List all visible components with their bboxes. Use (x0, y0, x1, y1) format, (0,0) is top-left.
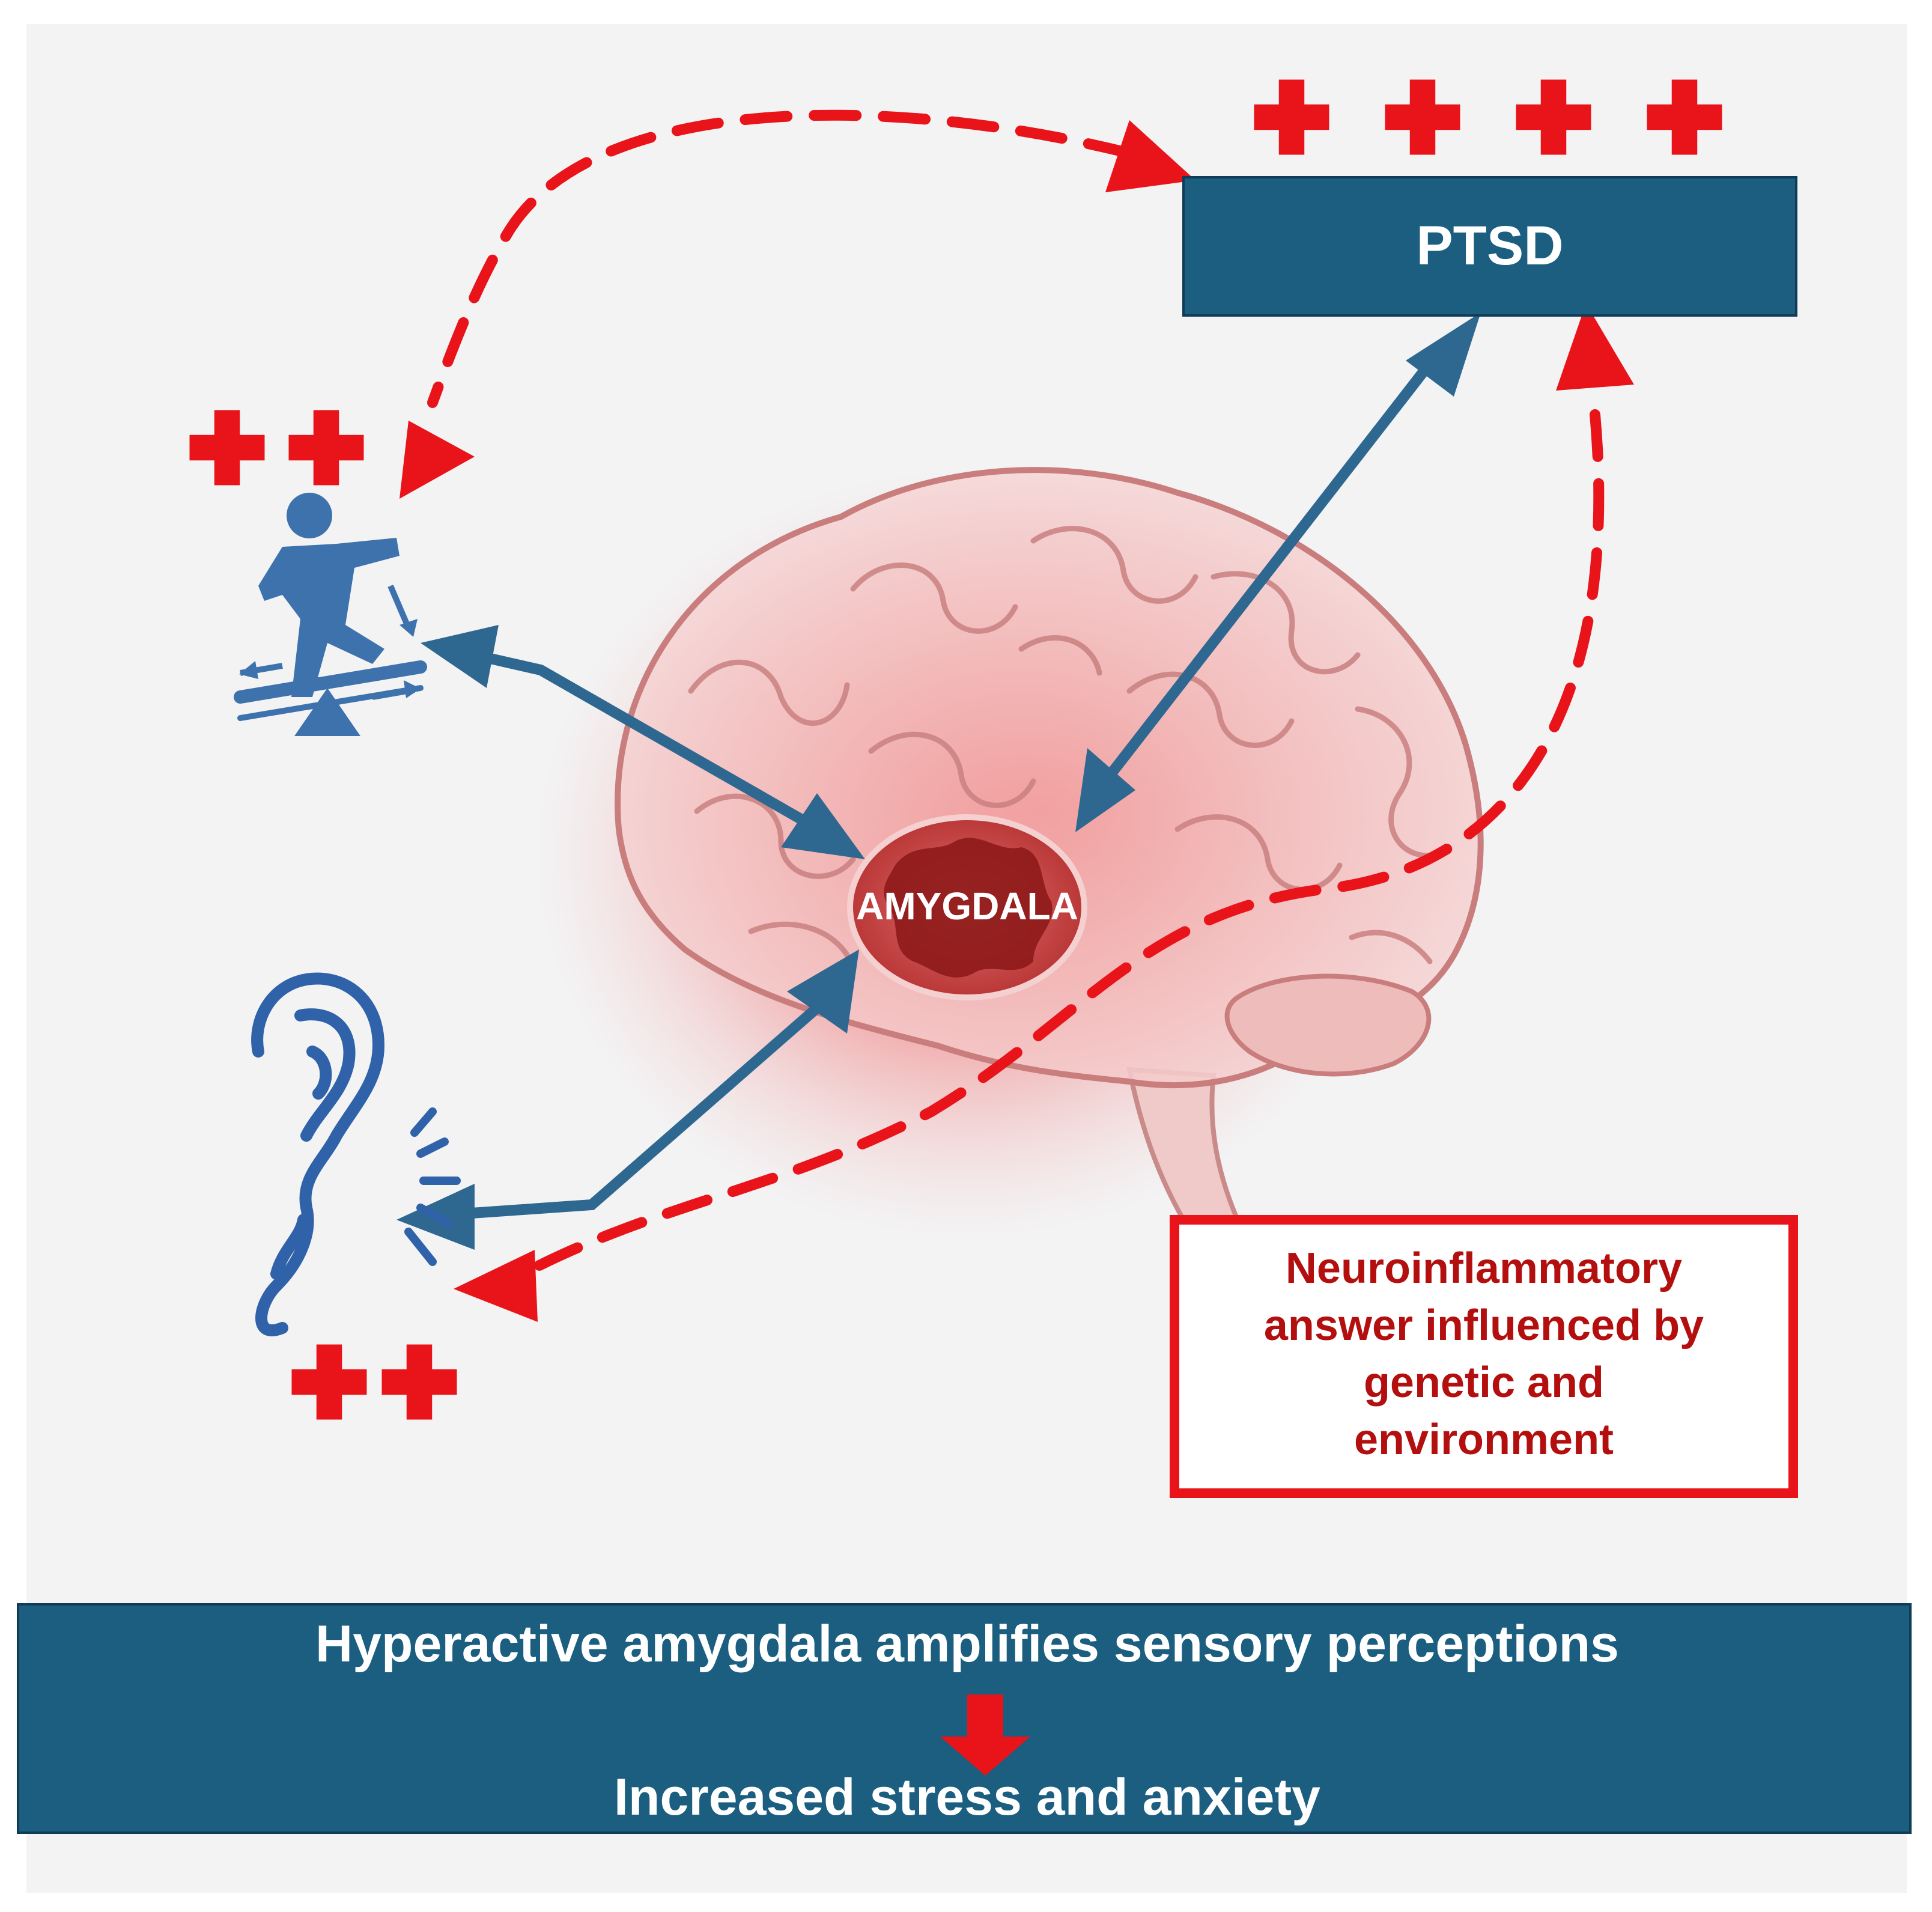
dashed-arrow-ptsd-ear (517, 409, 1605, 1279)
ptsd-box: PTSD (1182, 176, 1797, 317)
red-arrowheads (399, 120, 1634, 1322)
neuro-line-4: environment (1354, 1416, 1614, 1464)
down-arrow-icon (940, 1694, 1030, 1776)
banner-line-1: Hyperactive amygdala amplifies sensory p… (315, 1615, 1619, 1673)
blue-arrows (396, 312, 1481, 1250)
dashed-arrow-ptsd-balance (427, 109, 1135, 408)
neuro-line-3: genetic and (1364, 1359, 1604, 1407)
banner-line-2: Increased stress and anxiety (614, 1768, 1320, 1826)
arrow-amygdala-to-balance (469, 650, 834, 841)
neuro-line-1: Neuroinflammatory (1286, 1244, 1682, 1292)
plus-group-ear (291, 1344, 457, 1420)
arrow-amygdala-to-ear (457, 992, 834, 1219)
plus-group-balance (189, 410, 364, 486)
amygdala-label: AMYGDALA (856, 884, 1078, 928)
plus-icon (381, 1344, 457, 1420)
ear-icon (251, 972, 461, 1336)
plus-icon (1516, 79, 1591, 155)
red-dashed-arrows (427, 109, 1605, 1279)
plus-icon (1385, 79, 1460, 155)
plus-icon (288, 410, 364, 486)
arrow-amygdala-to-ptsd (1100, 358, 1435, 787)
plus-icon (189, 410, 265, 486)
amygdala-node: AMYGDALA (847, 814, 1087, 1000)
balance-person-icon (234, 493, 427, 736)
neuroinflammatory-box: Neuroinflammatory answer influenced by g… (1170, 1215, 1798, 1498)
plus-group-ptsd (1254, 79, 1722, 155)
summary-banner: Hyperactive amygdala amplifies sensory p… (17, 1603, 1912, 1834)
plus-icon (1254, 79, 1329, 155)
plus-icon (1647, 79, 1722, 155)
ptsd-label: PTSD (1416, 215, 1563, 276)
neuro-line-2: answer influenced by (1264, 1302, 1704, 1350)
plus-icon (291, 1344, 367, 1420)
